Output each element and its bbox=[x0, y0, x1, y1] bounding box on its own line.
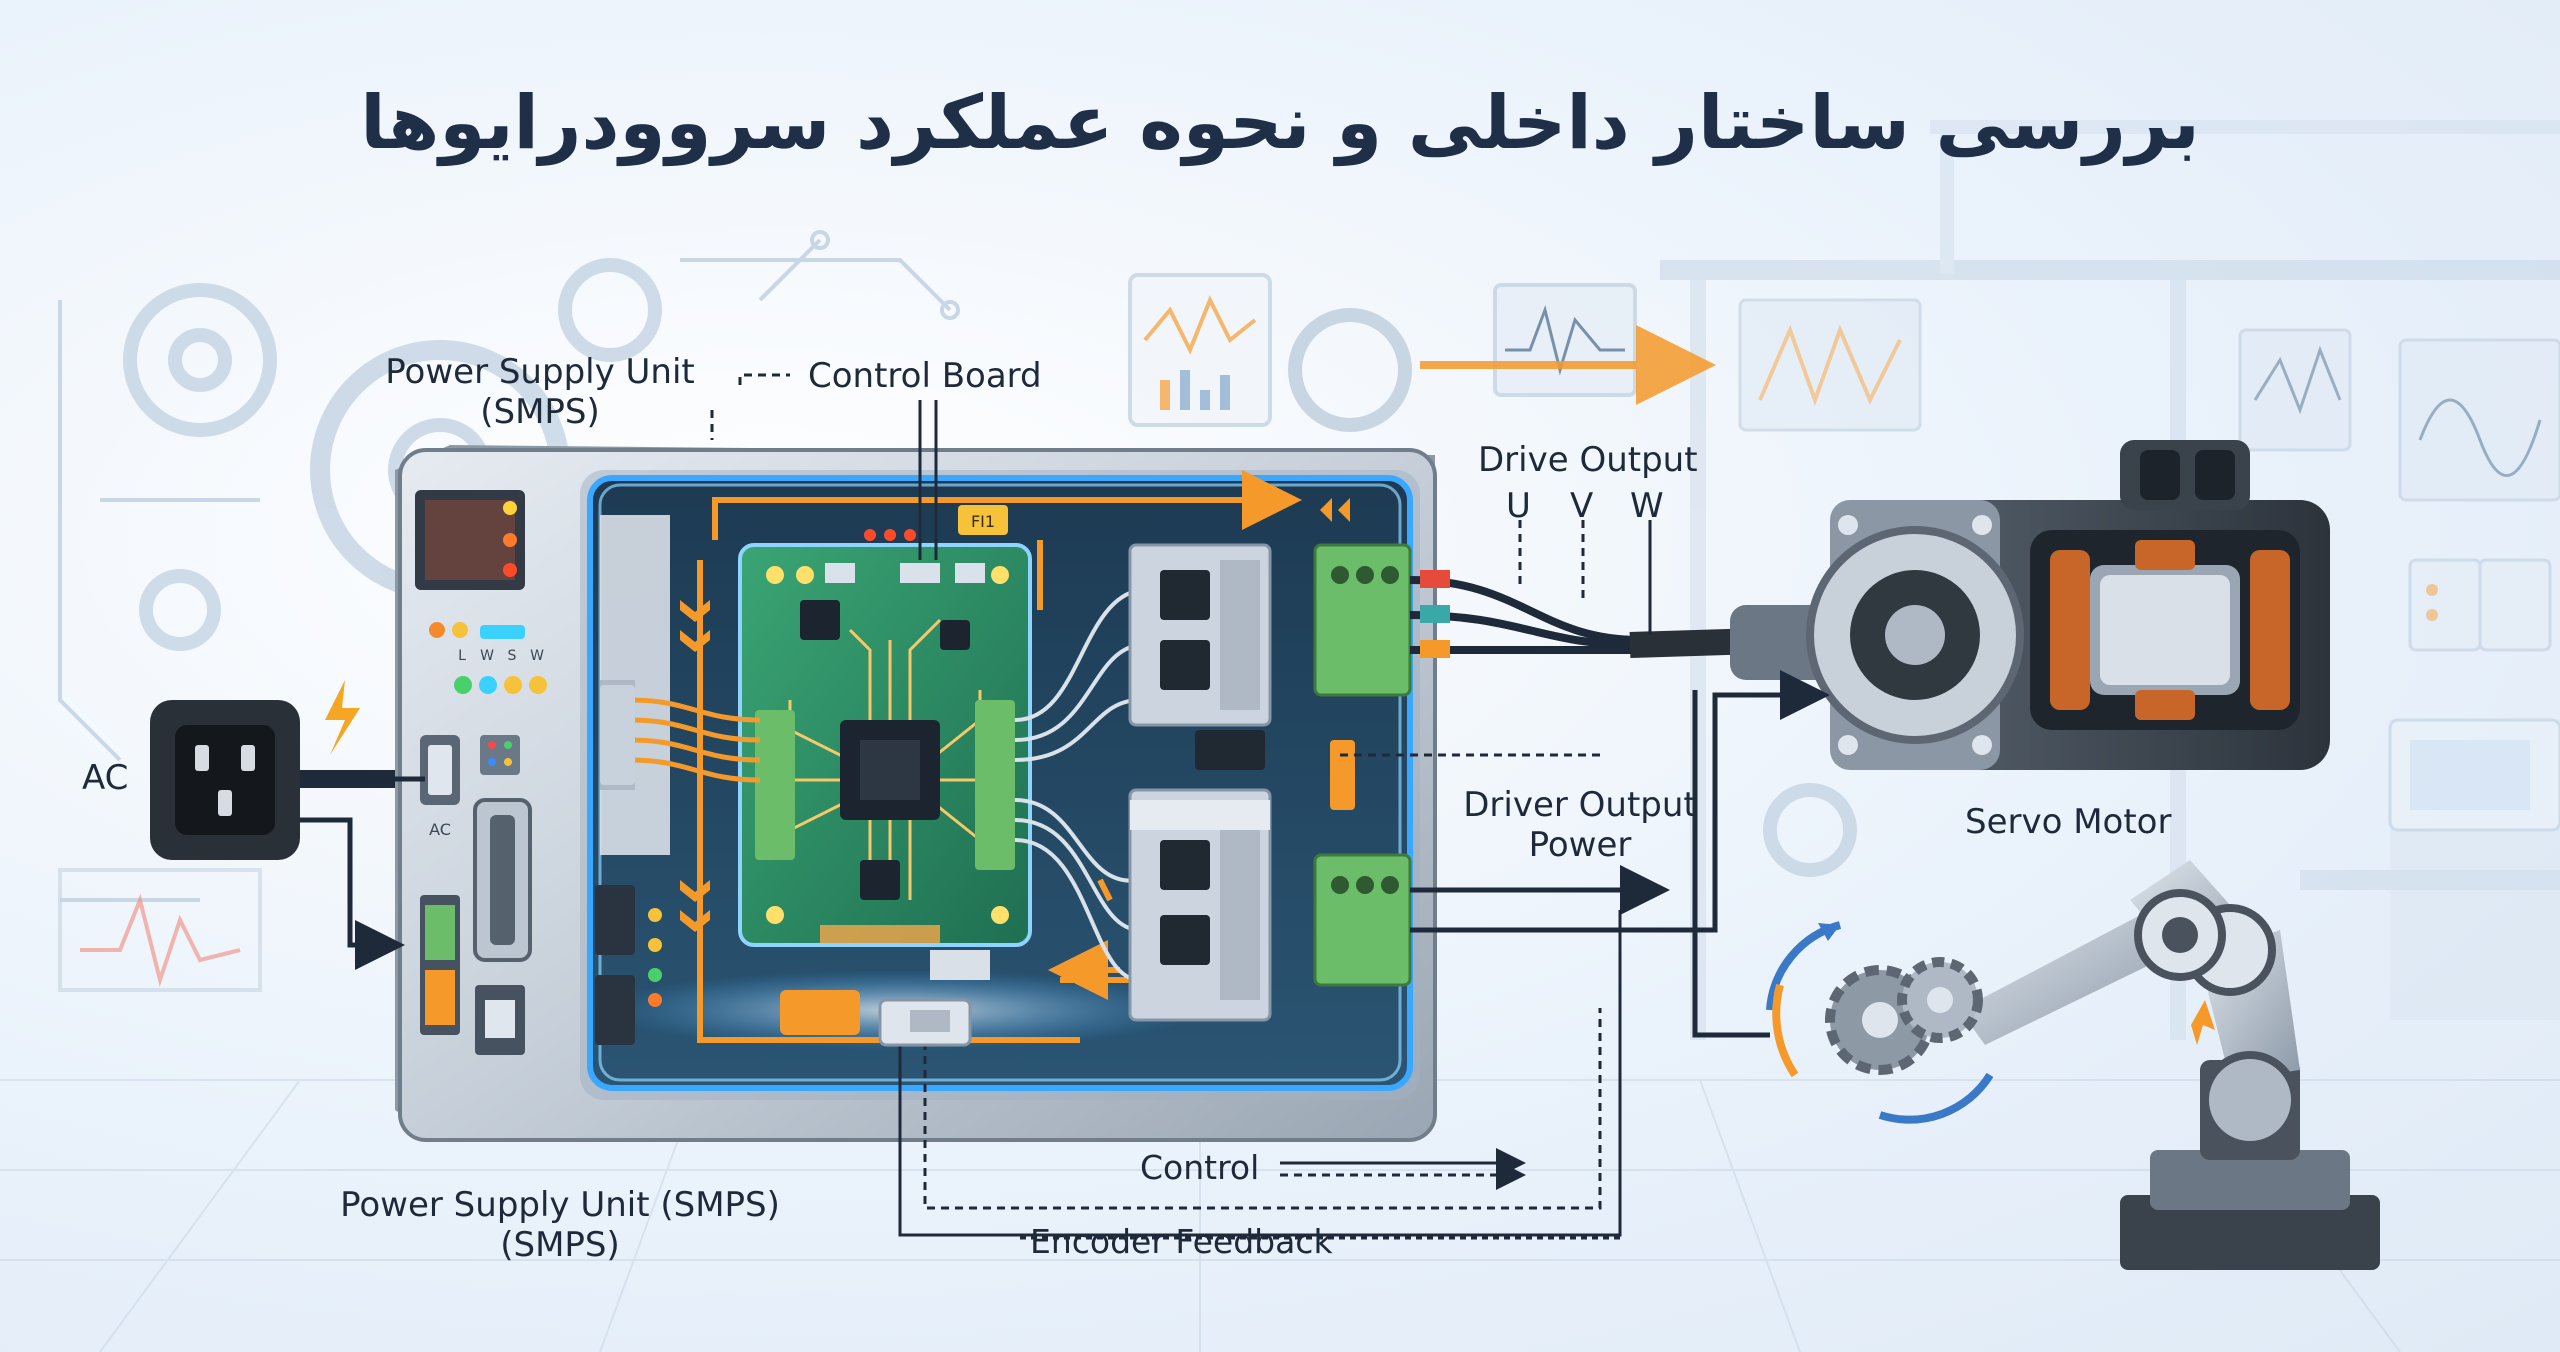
ribbon-connector bbox=[600, 685, 635, 785]
page-title: بررسی ساختار داخلی و نحوه عملکرد سروودرا… bbox=[360, 80, 2200, 166]
driver-output-power-label: Driver Output Power bbox=[1460, 785, 1700, 865]
driver-output-power-line1: Driver Output bbox=[1463, 785, 1697, 825]
encoder-feedback-label: Encoder Feedback bbox=[1030, 1222, 1333, 1261]
psu-top-label-line1: Power Supply Unit bbox=[385, 352, 695, 392]
servo-motor bbox=[1806, 440, 2330, 770]
led-label-1: L bbox=[458, 648, 466, 664]
servo-motor-label: Servo Motor bbox=[1965, 802, 2172, 842]
led-label-3: S bbox=[508, 648, 517, 664]
background-factory bbox=[1660, 120, 2560, 1040]
psu-bottom-label-line1: Power Supply Unit (SMPS) bbox=[340, 1185, 780, 1225]
psu-bottom-label-line2: (SMPS) bbox=[500, 1225, 620, 1265]
phase-w-label: W bbox=[1630, 486, 1664, 526]
motor-cable bbox=[1409, 570, 1840, 680]
control-board-label: Control Board bbox=[808, 356, 1042, 396]
psu-bottom-label: Power Supply Unit (SMPS) (SMPS) bbox=[330, 1185, 790, 1265]
internal-chevrons bbox=[680, 498, 1350, 932]
robot-arm bbox=[1766, 860, 2380, 1270]
psu-top-label: Power Supply Unit (SMPS) bbox=[375, 352, 705, 432]
psu-top-label-line2: (SMPS) bbox=[480, 392, 600, 432]
drive-output-label: Drive Output bbox=[1478, 440, 1698, 480]
ac-wires bbox=[300, 776, 425, 970]
annotation-lines bbox=[710, 373, 1830, 1240]
driver-output-power-line2: Power bbox=[1528, 825, 1632, 865]
background-monitor-chart bbox=[1128, 273, 1637, 427]
led-label-4: W bbox=[530, 648, 544, 664]
background-waveform-left bbox=[58, 868, 262, 992]
led-label-2: W bbox=[480, 648, 494, 664]
ac-label: AC bbox=[82, 758, 129, 798]
output-terminals bbox=[1313, 543, 1412, 987]
power-modules bbox=[1128, 543, 1272, 1022]
control-board-pcb: FI1 bbox=[738, 505, 1032, 980]
phase-v-label: V bbox=[1570, 486, 1594, 526]
phase-u-label: U bbox=[1506, 486, 1531, 526]
board-to-power-wires bbox=[1014, 588, 1141, 982]
ac-port-label: AC bbox=[429, 820, 451, 839]
control-label: Control bbox=[1140, 1148, 1260, 1187]
background-traces bbox=[58, 230, 960, 902]
bottom-components bbox=[780, 990, 972, 1047]
ribbon-wires bbox=[629, 697, 761, 783]
chip-label: FI1 bbox=[971, 512, 995, 531]
ac-plug bbox=[150, 680, 430, 860]
